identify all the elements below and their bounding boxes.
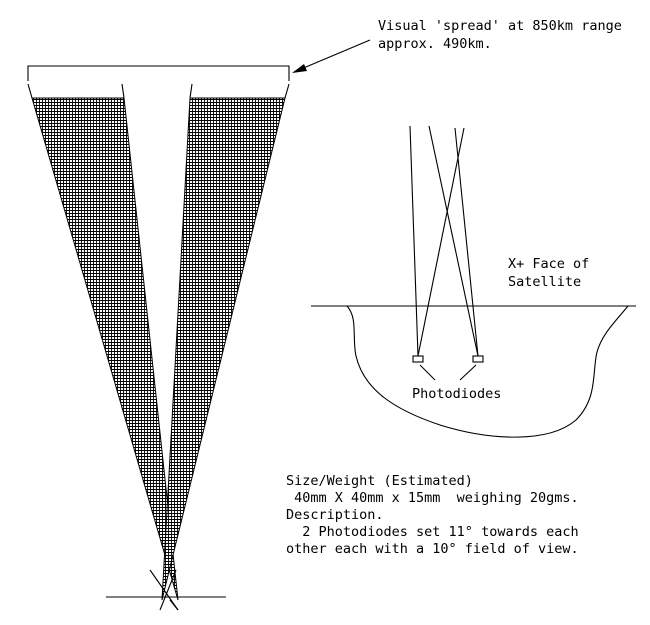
spec-line-1: Size/Weight (Estimated) <box>286 473 473 489</box>
spread-annotation-line1: Visual 'spread' at 850km range <box>378 18 622 34</box>
photodiode-left <box>412 355 424 363</box>
spec-line-5: other each with a 10° field of view. <box>286 541 579 557</box>
diode-right-sightline-a <box>428 125 479 357</box>
annotation-arrow-line <box>293 39 371 73</box>
photodiode-right <box>472 355 484 363</box>
spread-annotation-line2: approx. 490km. <box>378 36 492 52</box>
diode-left-sightline-b <box>417 127 465 357</box>
right-cone-inner-edge-ext <box>189 83 193 99</box>
face-label-line2: Satellite <box>508 274 581 290</box>
satellite-body-outline <box>346 305 629 438</box>
spec-line-4: 2 Photodiodes set 11° towards each <box>286 524 579 540</box>
right-cone-crossing-line <box>159 569 177 611</box>
photodiode-leader-right <box>459 364 477 381</box>
face-label-line1: X+ Face of <box>508 256 589 272</box>
diode-left-sightline-a <box>409 125 419 357</box>
left-fov-cone <box>31 97 179 601</box>
left-cone-outer-edge-ext <box>27 83 33 99</box>
left-cone-tail <box>169 599 179 611</box>
left-cone-inner-edge-ext <box>121 83 125 99</box>
right-fov-cone <box>161 97 286 601</box>
spec-line-2: 40mm X 40mm x 15mm weighing 20gms. <box>286 490 579 506</box>
photodiode-leader-left <box>419 364 436 381</box>
range-bracket <box>27 65 290 81</box>
diode-right-sightline-b <box>454 127 479 357</box>
photodiodes-label: Photodiodes <box>412 386 501 402</box>
spec-line-3: Description. <box>286 507 384 523</box>
right-cone-outer-edge-ext <box>284 83 290 99</box>
annotation-arrowhead <box>292 64 307 73</box>
